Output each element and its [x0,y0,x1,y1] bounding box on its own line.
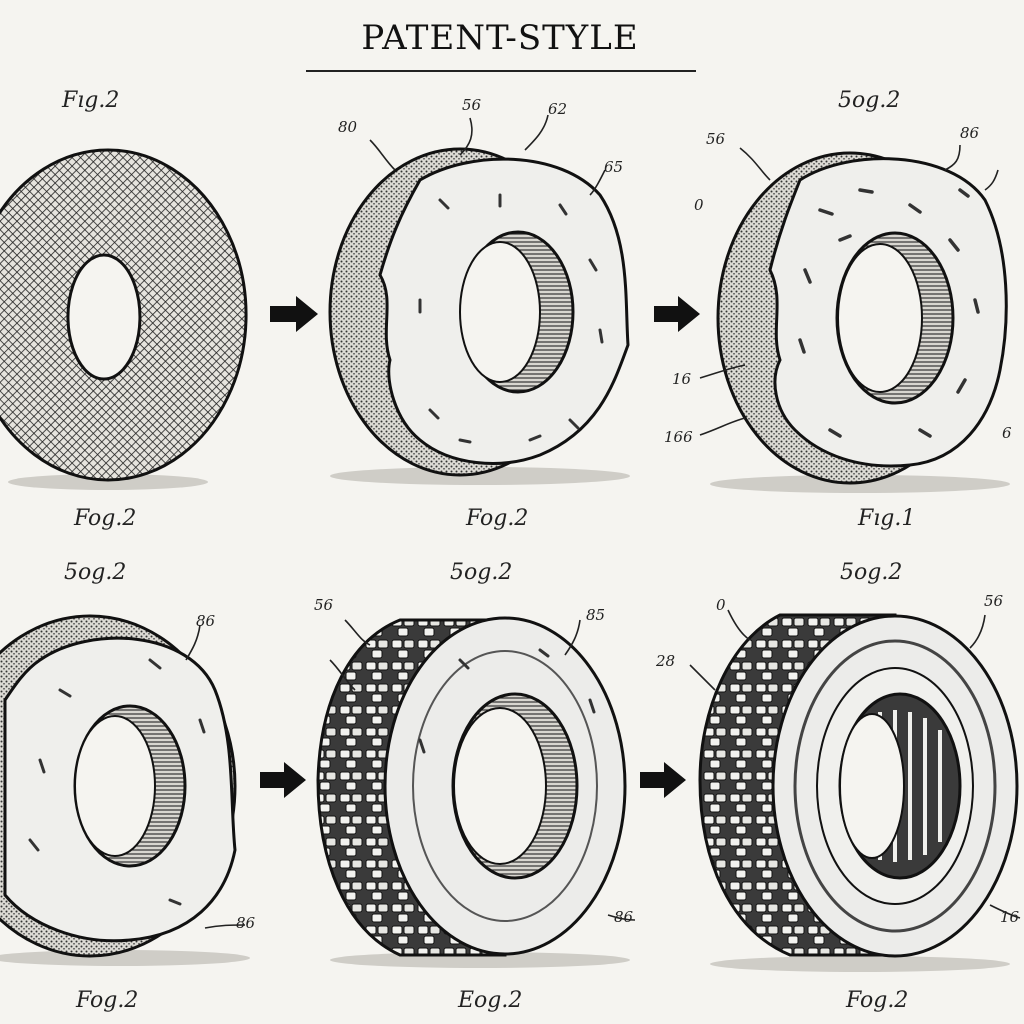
figure-label: 5og.2 [64,560,127,585]
reference-numeral: 56 [462,96,482,114]
figure-1-plain-ring [0,148,248,490]
leader-lines [185,114,1021,929]
figure-label: Eog.2 [458,988,523,1013]
reference-numeral: 85 [586,606,606,624]
reference-numeral: 166 [664,428,693,446]
figure-label: 5og.2 [450,560,513,585]
figure-label: Fıg.1 [858,506,916,531]
figure-label: Fog.2 [846,988,909,1013]
reference-numeral: 62 [548,100,568,118]
reference-numeral: 16 [1000,908,1020,926]
reference-numeral: 86 [614,908,634,926]
figure-3-sprinkled-donut [710,151,1010,493]
figure-label: 5og.2 [838,88,901,113]
figure-label: Fog.2 [466,506,529,531]
figure-2-frosted-donut [328,147,630,485]
arrow-right-icon [270,296,318,332]
reference-numeral: 6 [1002,424,1012,442]
figure-4-partial-donut [0,614,250,966]
arrow-right-icon [654,296,700,332]
reference-numeral: 56 [706,130,726,148]
reference-numeral: 86 [236,914,256,932]
reference-numeral: 86 [960,124,980,142]
reference-numeral: 56 [984,592,1004,610]
reference-numeral: 0 [716,596,726,614]
figure-5-tire-donut [316,616,630,968]
reference-numeral: 16 [672,370,692,388]
figure-label: Fıg.2 [62,88,120,113]
reference-numeral: 65 [604,158,624,176]
figure-label: Fog.2 [74,506,137,531]
reference-numeral: 86 [196,612,216,630]
reference-numeral: 56 [314,596,334,614]
title-underline [306,70,696,72]
figure-label: 5og.2 [840,560,903,585]
reference-numeral: 28 [656,652,676,670]
reference-numeral: 80 [338,118,358,136]
arrow-right-icon [260,762,306,798]
page-title: PATENT-STYLE [361,18,639,58]
figure-6-tire [698,613,1019,972]
arrow-right-icon [640,762,686,798]
figure-label: Fog.2 [76,988,139,1013]
reference-numeral: 0 [694,196,704,214]
